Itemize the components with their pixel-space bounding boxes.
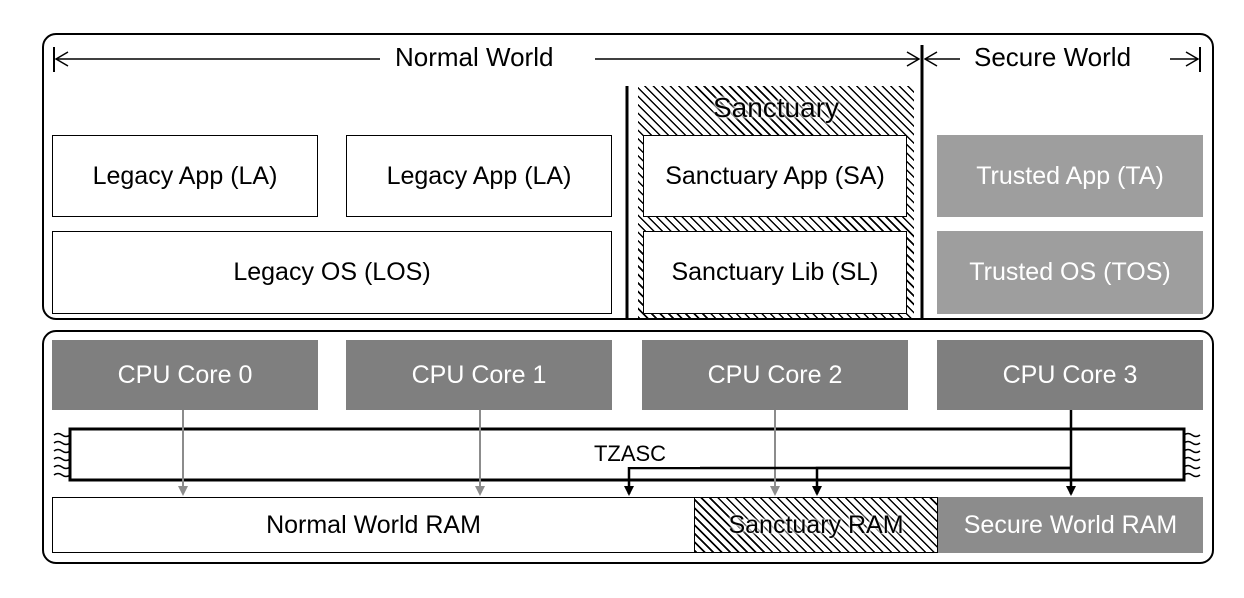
trusted-app: Trusted App (TA) [937,135,1203,217]
normal-world-ram: Normal World RAM [52,497,695,553]
legacy-app-2: Legacy App (LA) [346,135,612,217]
trusted-os: Trusted OS (TOS) [937,231,1203,314]
legacy-os: Legacy OS (LOS) [52,231,612,314]
sanctuary-ram: Sanctuary RAM [694,497,938,553]
cpu-core-0: CPU Core 0 [52,340,318,410]
sanctuary-label: Sanctuary [712,92,840,123]
cpu-core-2: CPU Core 2 [642,340,908,410]
secure-world-ram: Secure World RAM [938,497,1203,553]
sanctuary-app: Sanctuary App (SA) [643,135,907,217]
cpu-core-3: CPU Core 3 [937,340,1203,410]
cpu-core-1: CPU Core 1 [346,340,612,410]
normal-world-label: Normal World [389,42,560,73]
secure-world-label: Secure World [968,42,1138,73]
sanctuary-ram-label: Sanctuary RAM [728,510,904,539]
sanctuary-lib: Sanctuary Lib (SL) [643,231,907,314]
legacy-app-1: Legacy App (LA) [52,135,318,217]
tzasc-label: TZASC [560,441,700,467]
